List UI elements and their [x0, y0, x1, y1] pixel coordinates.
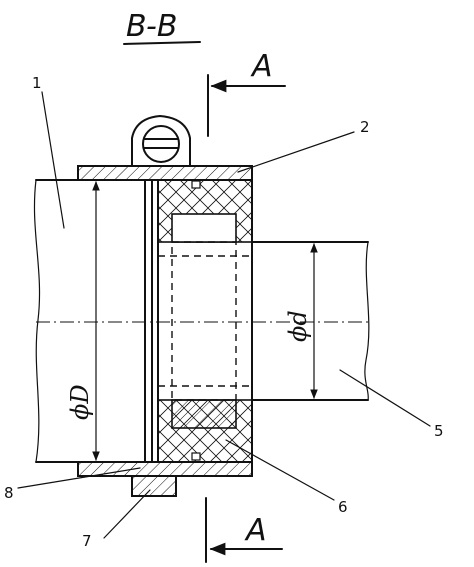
part-number-5: 5 — [434, 422, 444, 440]
section-marker-bottom: A — [205, 497, 283, 563]
part-number-2: 2 — [360, 118, 370, 136]
elastic-insert — [157, 179, 253, 463]
section-label-top: A — [250, 49, 273, 84]
part-number-8: 8 — [4, 484, 14, 502]
right-shaft — [251, 241, 370, 401]
part-number-6: 6 — [338, 498, 348, 516]
clamp-screw-bottom — [131, 475, 177, 497]
part-number-7: 7 — [82, 532, 92, 550]
hidden-bore — [158, 241, 252, 401]
title-text: B-B — [126, 9, 177, 44]
clamp-screw-top — [131, 115, 191, 167]
dimension-outer-label: ϕD — [66, 384, 94, 420]
section-marker-top: A — [207, 49, 286, 137]
dimension-inner-label: ϕd — [284, 310, 312, 342]
section-label-bottom: A — [244, 513, 267, 548]
section-title: B-B — [123, 9, 201, 45]
part-number-1: 1 — [32, 74, 42, 92]
callouts: 1 2 5 6 7 8 — [4, 74, 444, 550]
dimension-outer: ϕD — [66, 181, 100, 461]
dimension-inner: ϕd — [284, 243, 318, 399]
